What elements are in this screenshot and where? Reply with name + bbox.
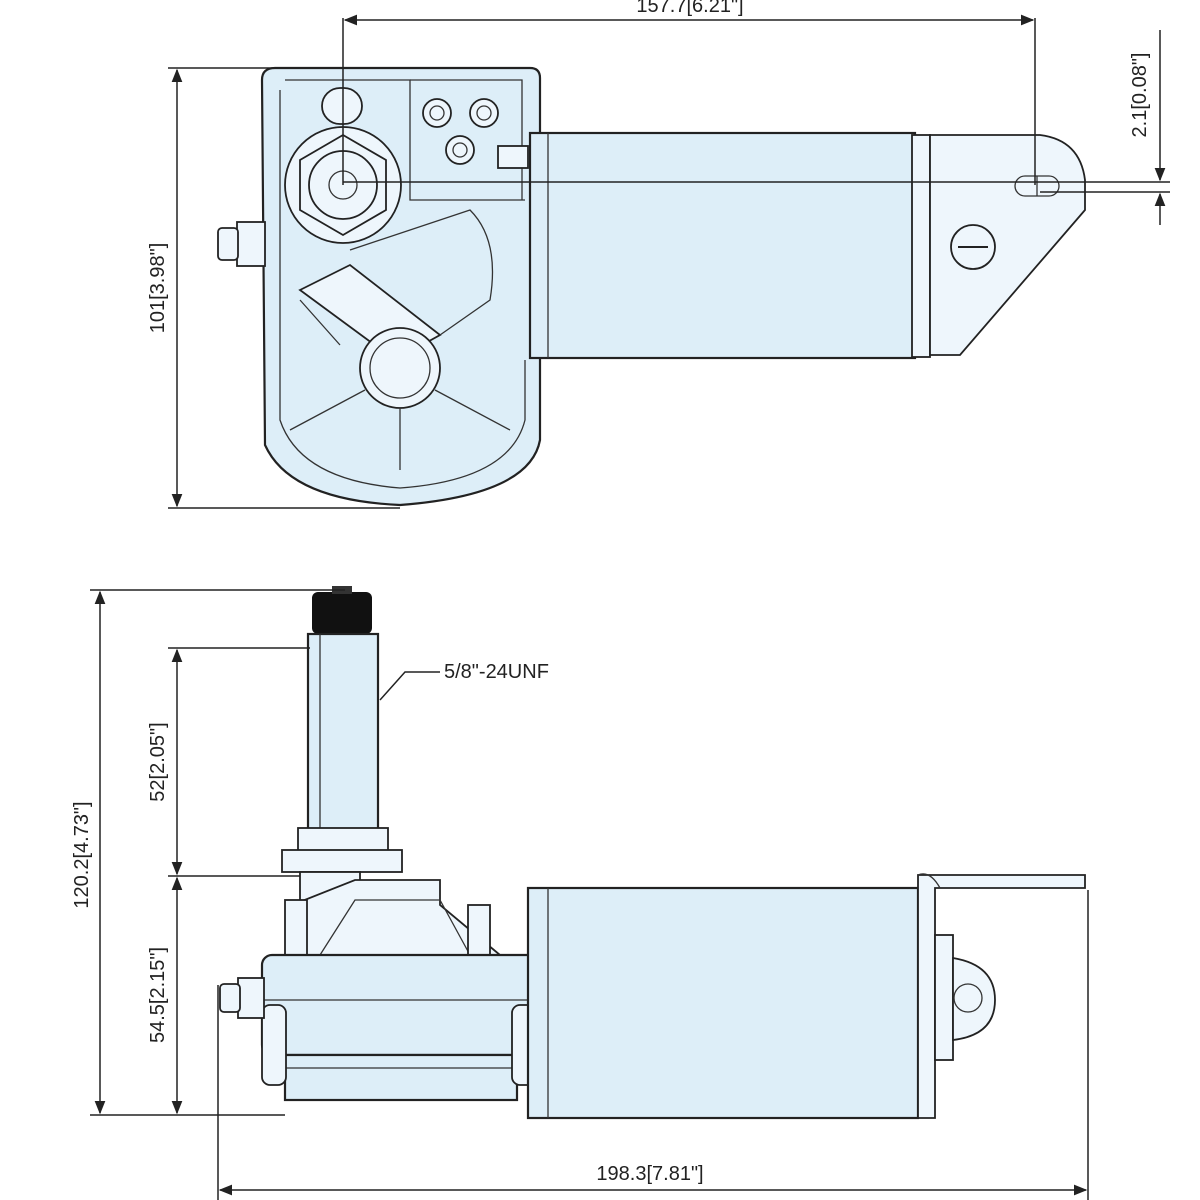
dim-top-offset: 2.1[0.08"] bbox=[1129, 53, 1151, 138]
dim-side-shaft-length: 52[2.05"] bbox=[147, 722, 169, 801]
knurled-cap-icon bbox=[312, 586, 372, 634]
top-view-dimensions bbox=[168, 14, 1170, 509]
side-screw-icon bbox=[217, 221, 266, 267]
dim-top-width: 157.7[6.21"] bbox=[636, 0, 743, 17]
end-cap-icon bbox=[934, 934, 996, 1061]
dim-side-overall-length: 198.3[7.81"] bbox=[596, 1163, 703, 1185]
side-view-dimensions bbox=[90, 589, 1089, 1200]
top-view bbox=[217, 66, 1086, 507]
dim-top-height: 101[3.98"] bbox=[147, 243, 169, 334]
dim-side-overall-height: 120.2[4.73"] bbox=[71, 801, 93, 908]
dim-side-body-height: 54.5[2.15"] bbox=[147, 947, 169, 1043]
side-view-screw-icon bbox=[219, 977, 265, 1019]
terminal-screws-icon bbox=[422, 98, 499, 165]
side-motor-can bbox=[526, 886, 920, 1120]
output-shaft bbox=[306, 632, 380, 836]
gearbox-base bbox=[260, 953, 539, 1057]
side-view bbox=[219, 586, 1086, 1120]
motor-can bbox=[528, 131, 917, 360]
gearbox-housing bbox=[260, 66, 542, 507]
mounting-bracket bbox=[929, 134, 1086, 356]
thread-callout: 5/8"-24UNF bbox=[444, 661, 549, 683]
gear-hub-icon bbox=[289, 327, 511, 470]
